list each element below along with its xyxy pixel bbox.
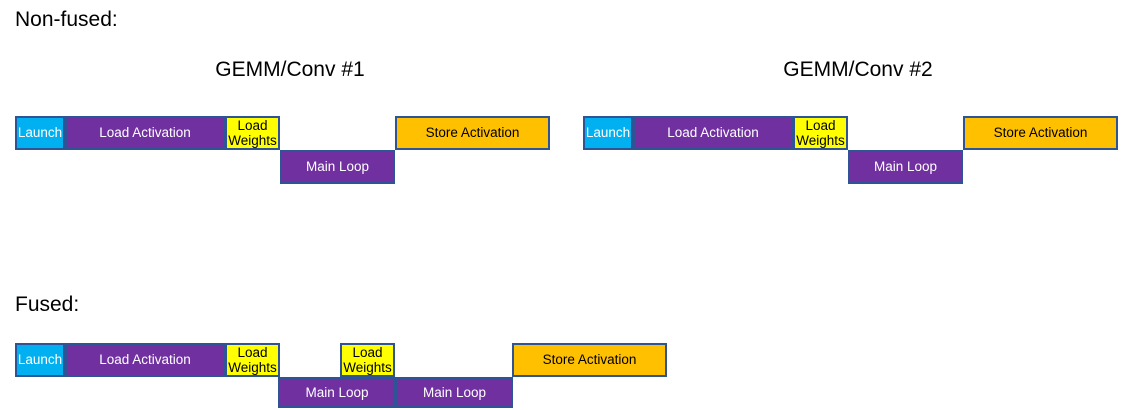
fused-main-loop-1-bar: Main Loop [278, 377, 396, 408]
nonfused-gemm2-load-weights-bar: Load Weights [793, 116, 848, 150]
nonfused-gemm1-store-activation-bar: Store Activation [395, 116, 550, 150]
nonfused-gemm2-load-activation-bar: Load Activation [633, 116, 793, 150]
nonfused-gemm1-load-activation-bar: Load Activation [65, 116, 225, 150]
fused-main-loop-2-bar: Main Loop [396, 377, 513, 408]
fused-launch-bar: Launch [15, 343, 65, 377]
fused-load-weights-1-bar: Load Weights [225, 343, 280, 377]
fused-load-weights-2-bar: Load Weights [340, 343, 395, 377]
nonfused-gemm2-main-loop-bar: Main Loop [848, 150, 963, 184]
fused-store-activation-bar: Store Activation [512, 343, 667, 377]
gemm-conv-1-title: GEMM/Conv #1 [215, 58, 365, 81]
nonfused-gemm1-main-loop-bar: Main Loop [280, 150, 395, 184]
nonfused-gemm1-launch-bar: Launch [15, 116, 65, 150]
nonfused-gemm2-launch-bar: Launch [583, 116, 633, 150]
nonfused-gemm1-load-weights-bar: Load Weights [225, 116, 280, 150]
nonfused-gemm2-store-activation-bar: Store Activation [963, 116, 1118, 150]
gemm-conv-2-title: GEMM/Conv #2 [783, 58, 933, 81]
fused-section-label: Fused: [15, 293, 80, 316]
non-fused-section-label: Non-fused: [15, 8, 118, 31]
fused-load-activation-bar: Load Activation [65, 343, 225, 377]
